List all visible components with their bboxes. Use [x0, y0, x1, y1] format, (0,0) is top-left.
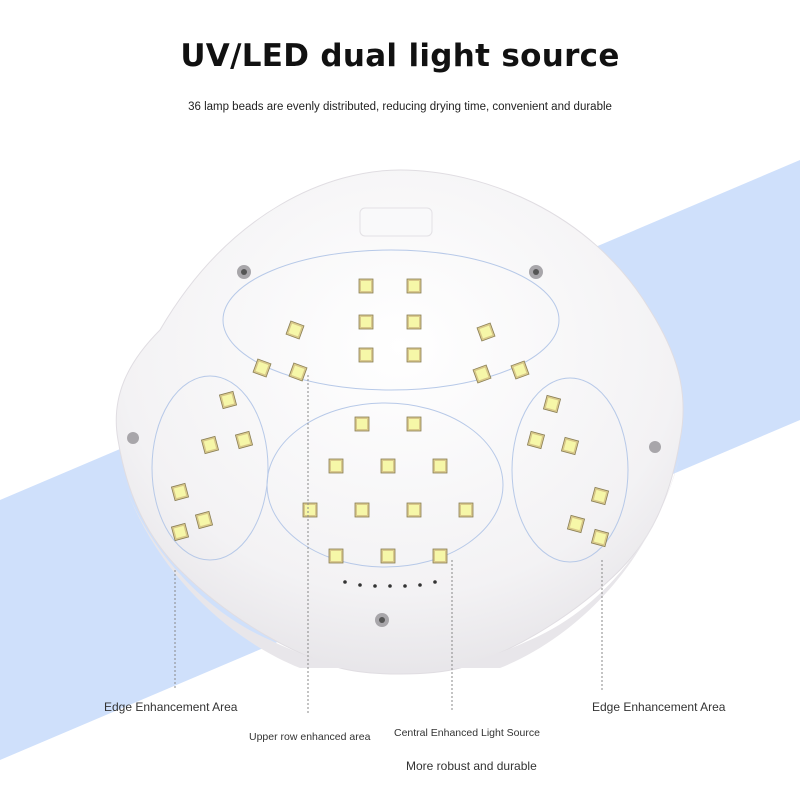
led-bead: [560, 436, 580, 456]
page-title: UV/LED dual light source: [180, 38, 620, 74]
led-bead: [406, 502, 422, 518]
indicator-dots: [343, 580, 437, 588]
led-bead: [252, 358, 272, 378]
led-bead: [358, 314, 374, 330]
led-bead: [358, 278, 374, 294]
upper-row-label: Upper row enhanced area: [249, 731, 371, 743]
led-bead: [458, 502, 474, 518]
top-tab: [359, 207, 433, 237]
led-bead: [170, 482, 190, 502]
lamp-body: [115, 169, 684, 675]
led-bead: [590, 486, 610, 506]
led-bead: [526, 430, 546, 450]
led-bead: [170, 522, 190, 542]
callout-lines: [174, 375, 603, 715]
led-bead: [406, 416, 422, 432]
led-bead: [566, 514, 586, 534]
led-bead: [328, 458, 344, 474]
led-bead: [194, 510, 214, 530]
led-bead: [302, 502, 318, 518]
led-bead: [354, 502, 370, 518]
led-bead: [406, 278, 422, 294]
right-edge-zone: [511, 377, 629, 563]
led-bead: [200, 435, 220, 455]
led-bead: [328, 548, 344, 564]
zone-outlines: [151, 249, 629, 568]
robust-durable-label: More robust and durable: [406, 759, 537, 773]
led-bead: [285, 320, 305, 340]
led-bead: [432, 548, 448, 564]
lamp-underside: [120, 470, 350, 668]
central-light-label: Central Enhanced Light Source: [394, 727, 540, 739]
led-bead: [510, 360, 530, 380]
led-bead: [380, 548, 396, 564]
led-bead: [432, 458, 448, 474]
led-bead: [406, 314, 422, 330]
edge-enhancement-right-label: Edge Enhancement Area: [592, 700, 726, 714]
led-bead: [218, 390, 238, 410]
led-beads: [170, 278, 610, 564]
led-bead: [542, 394, 562, 414]
screw-holes: [127, 265, 661, 627]
page-subtitle: 36 lamp beads are evenly distributed, re…: [188, 101, 612, 113]
led-bead: [288, 362, 308, 382]
led-bead: [358, 347, 374, 363]
led-bead: [234, 430, 254, 450]
led-bead: [590, 528, 610, 548]
edge-enhancement-left-label: Edge Enhancement Area: [104, 700, 238, 714]
led-bead: [354, 416, 370, 432]
upper-zone: [222, 249, 560, 391]
led-bead: [380, 458, 396, 474]
left-edge-zone: [151, 375, 269, 561]
led-bead: [476, 322, 496, 342]
led-bead: [406, 347, 422, 363]
led-bead: [472, 364, 492, 384]
